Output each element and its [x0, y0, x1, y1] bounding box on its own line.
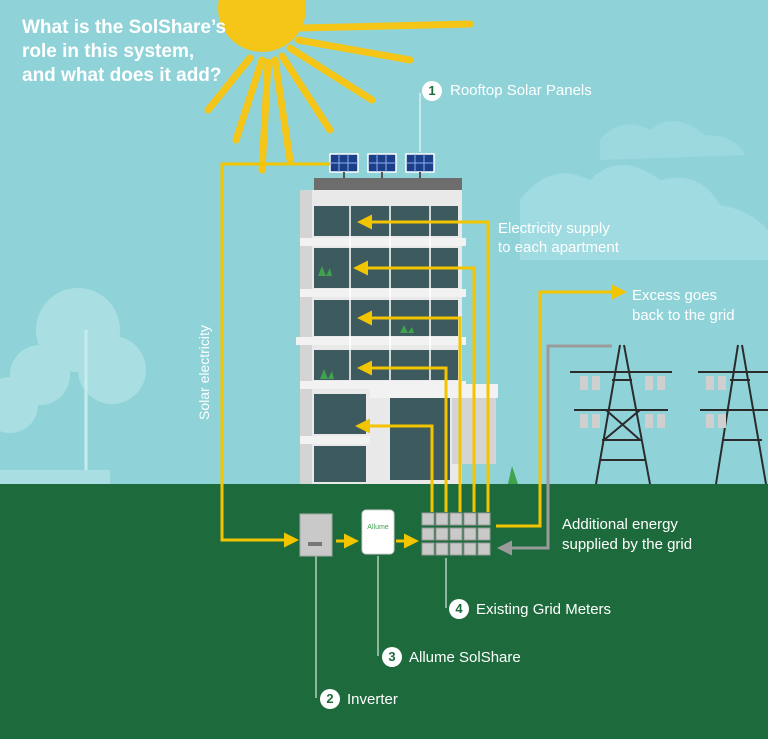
- solar-flow-lines: [220, 162, 627, 549]
- solshare-device-icon: [361, 509, 395, 555]
- sun-icon: [204, 0, 474, 174]
- clouds: [520, 121, 768, 260]
- excess-annotation-line-2: back to the grid: [632, 307, 735, 324]
- trees: [0, 288, 146, 486]
- pylon-icon: [570, 344, 768, 485]
- callout-number-4: 4: [449, 599, 469, 619]
- grid-meters-icon: [421, 512, 491, 556]
- additional-annotation-line-1: Additional energy: [562, 516, 678, 533]
- allume-solshare-label: Allume SolShare: [409, 649, 521, 666]
- supply-annotation-line-2: to each apartment: [498, 239, 619, 256]
- inverter-icon: [299, 513, 333, 557]
- page-title: What is the SolShare’s role in this syst…: [22, 17, 227, 86]
- additional-annotation-line-2: supplied by the grid: [562, 536, 693, 553]
- grid-supply-line: [497, 344, 612, 556]
- solar-electricity-label: Solar electricity: [196, 325, 212, 420]
- leader-lines: [315, 93, 447, 698]
- apartment-building: [296, 178, 518, 484]
- excess-annotation-line-1: Excess goes: [632, 287, 718, 304]
- existing-grid-meters-label: Existing Grid Meters: [476, 601, 612, 618]
- insulators: [580, 376, 726, 428]
- callout-number-3: 3: [382, 647, 402, 667]
- callout-number-2: 2: [320, 689, 340, 709]
- solshare-device-label: Allume: [367, 524, 389, 531]
- inverter-label: Inverter: [347, 691, 398, 708]
- supply-annotation-line-1: Electricity supply: [498, 220, 610, 237]
- callout-number-1: 1: [422, 81, 442, 101]
- rooftop-solar-panels-label: Rooftop Solar Panels: [450, 82, 592, 99]
- solar-panels-icon: [329, 153, 435, 178]
